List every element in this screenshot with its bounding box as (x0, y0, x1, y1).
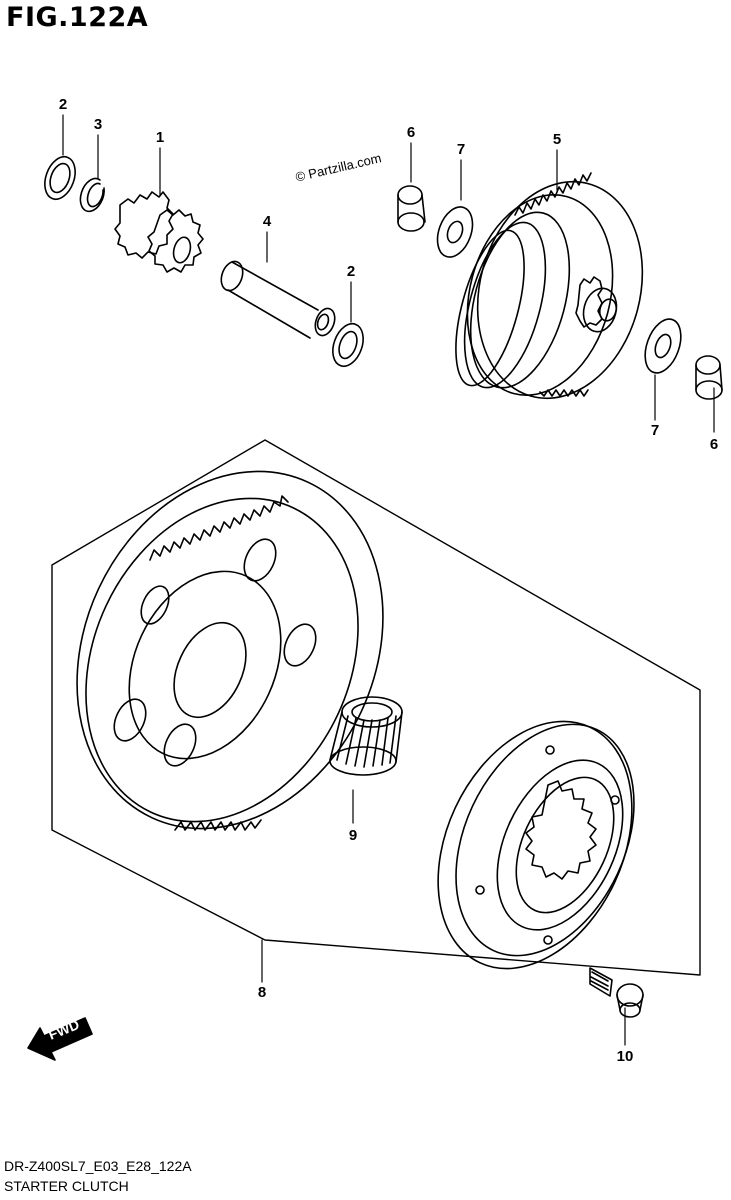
washer-7-right (644, 318, 682, 374)
callout-7-top: 7 (456, 141, 466, 158)
callout-7-right: 7 (650, 422, 660, 439)
fwd-arrow (27, 1017, 93, 1061)
bushing-6-top (397, 185, 426, 232)
assembly-outline (51, 439, 701, 976)
bolt-10 (589, 967, 644, 1018)
washer-2-right (332, 322, 364, 368)
gear-1 (114, 191, 204, 273)
callout-8: 8 (257, 984, 267, 1001)
washer-2-left (44, 155, 76, 201)
callout-6-right: 6 (709, 436, 719, 453)
washer-7-top (436, 206, 474, 258)
needle-bearing-9 (329, 696, 403, 776)
figure-title: FIG.122A (6, 2, 149, 33)
diagram-title: STARTER CLUTCH (4, 1178, 129, 1194)
bushing-6-right (695, 355, 723, 400)
callout-3: 3 (93, 116, 103, 133)
callout-2-right: 2 (346, 263, 356, 280)
diagram-code: DR-Z400SL7_E03_E28_122A (4, 1158, 192, 1174)
callout-9: 9 (348, 827, 358, 844)
leader-lines (62, 114, 715, 1046)
starter-clutch-body-8 (437, 720, 635, 970)
callout-4: 4 (262, 213, 272, 230)
callout-5: 5 (552, 131, 562, 148)
circlip-3 (79, 177, 105, 213)
gear-5 (455, 172, 644, 400)
callout-10: 10 (616, 1048, 634, 1065)
callout-6-top: 6 (406, 124, 416, 141)
starter-clutch-gear-8 (76, 470, 384, 831)
shaft-4 (220, 260, 336, 339)
callout-2-left: 2 (58, 96, 68, 113)
callout-1: 1 (155, 129, 165, 146)
